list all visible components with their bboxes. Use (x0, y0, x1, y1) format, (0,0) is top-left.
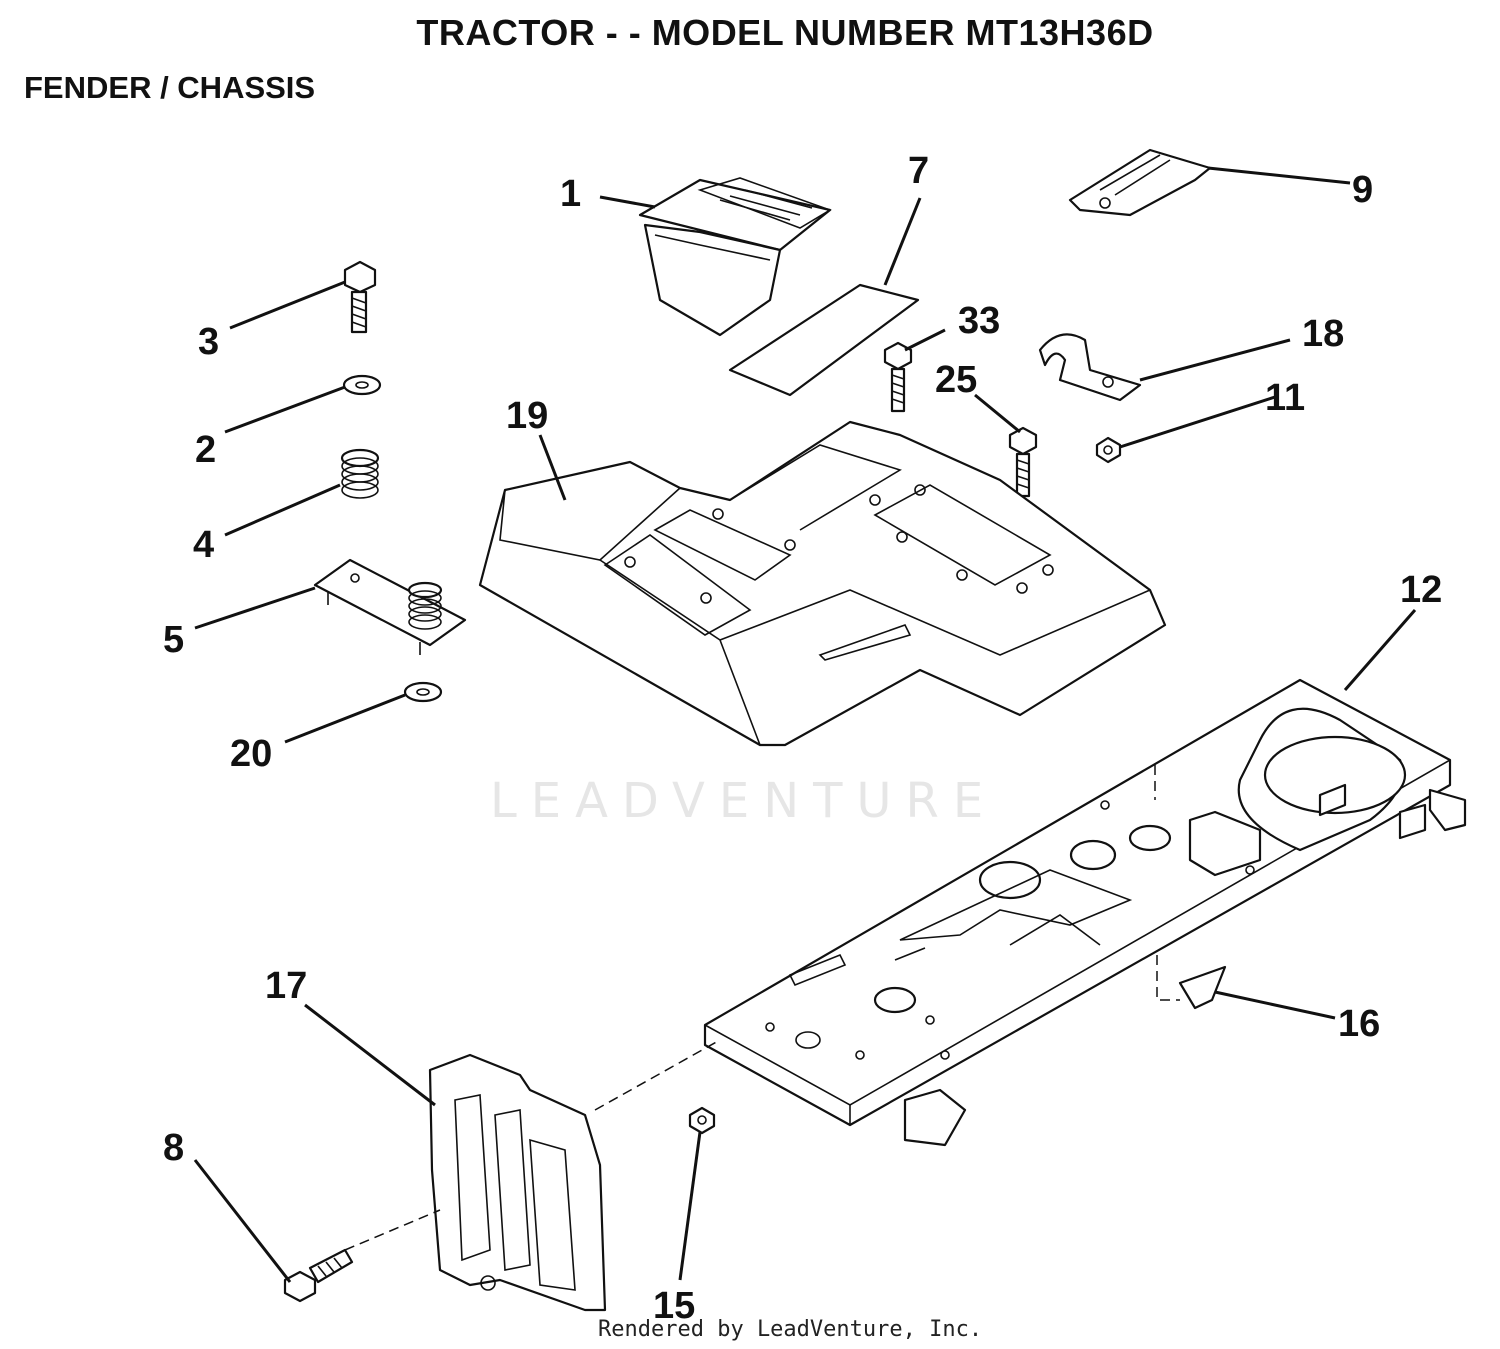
callout-18: 18 (1302, 313, 1344, 355)
part-25-bolt[interactable] (1008, 426, 1038, 498)
callout-4: 4 (193, 524, 214, 566)
part-20-washer[interactable] (403, 681, 443, 703)
callout-19: 19 (506, 395, 548, 437)
part-16-clip[interactable] (1178, 965, 1227, 1010)
callout-25: 25 (935, 359, 977, 401)
part-3-bolt[interactable] (343, 260, 377, 334)
part-9-bracket[interactable] (1068, 148, 1212, 217)
part-5-spring-plate[interactable] (313, 558, 467, 655)
diagram-title: TRACTOR - - MODEL NUMBER MT13H36D (416, 12, 1154, 53)
part-8-bolt[interactable] (283, 1248, 354, 1303)
footer-credit: Rendered by LeadVenture, Inc. (598, 1317, 983, 1342)
callout-11: 11 (1265, 377, 1305, 419)
part-19-fender[interactable] (478, 420, 1167, 747)
part-33-bolt[interactable] (883, 341, 913, 413)
part-7-decal[interactable] (728, 283, 920, 397)
callout-8: 8 (163, 1127, 184, 1169)
part-12-chassis-frame[interactable] (703, 678, 1467, 1147)
leader-lines (193, 166, 1417, 1283)
callout-5: 5 (163, 619, 184, 661)
watermark: LEADVENTURE (490, 773, 998, 829)
callout-12: 12 (1400, 569, 1442, 611)
callout-17: 17 (265, 965, 307, 1007)
part-2-washer[interactable] (342, 374, 382, 396)
part-11-nut[interactable] (1095, 436, 1122, 464)
part-17-plate[interactable] (428, 1053, 607, 1312)
callout-1: 1 (560, 173, 581, 215)
section-subtitle: FENDER / CHASSIS (24, 70, 316, 105)
callout-2: 2 (195, 429, 216, 471)
assembly-lines (344, 765, 1180, 1251)
callout-9: 9 (1352, 169, 1373, 211)
part-4-spring[interactable] (340, 448, 380, 499)
callout-16: 16 (1338, 1003, 1380, 1045)
callout-20: 20 (230, 733, 272, 775)
part-18-clamp[interactable] (1038, 333, 1142, 402)
part-15-nut[interactable] (688, 1106, 716, 1135)
callout-3: 3 (198, 321, 219, 363)
callout-15: 15 (653, 1285, 695, 1327)
callout-7: 7 (908, 150, 929, 192)
callout-33: 33 (958, 300, 1000, 342)
part-1-storage-bin[interactable] (638, 177, 832, 337)
